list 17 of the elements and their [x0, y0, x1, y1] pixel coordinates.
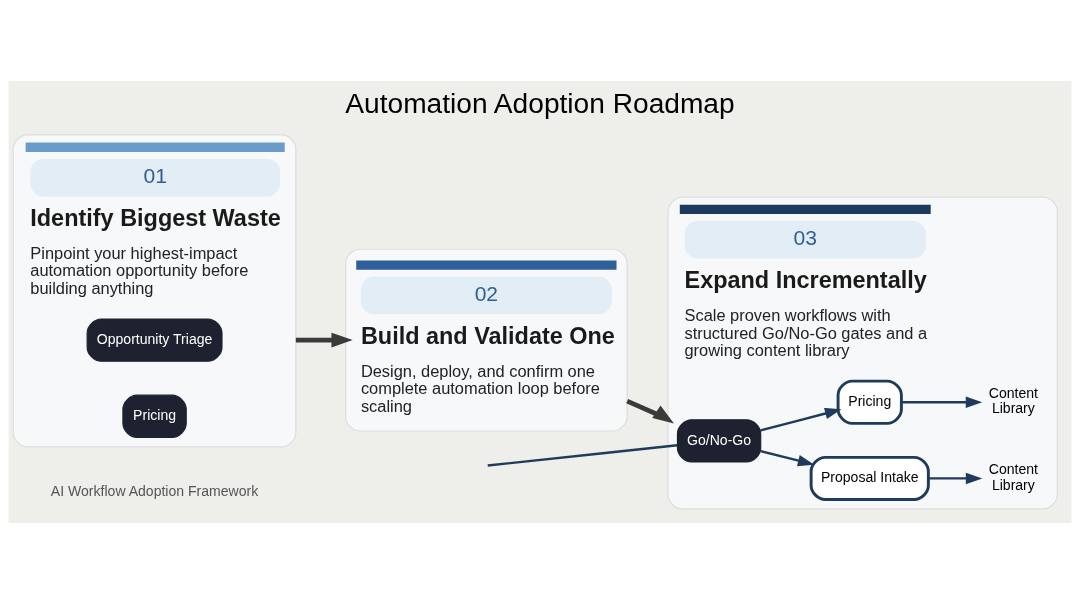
node-box: Proposal Intake — [809, 455, 930, 501]
node-box: Go/No-Go — [676, 418, 762, 463]
node-box: Pricing — [836, 379, 903, 425]
node-text: Content Library — [988, 460, 1038, 493]
node-text: Content Library — [988, 384, 1038, 416]
arrow — [760, 407, 842, 431]
arrow — [626, 398, 674, 424]
arrow — [928, 472, 983, 484]
connector — [487, 443, 678, 467]
node-box: Opportunity Triage — [86, 317, 223, 362]
arrow — [901, 396, 983, 408]
node-box: 02 Build and Validate One Design, deploy, and confirm one complete automation loop before scaling — [345, 248, 628, 432]
arrow — [760, 449, 815, 466]
label: AI Workflow Adoption Framework — [50, 482, 259, 499]
arrow — [295, 332, 353, 347]
diagram-title: Automation Adoption Roadmap — [345, 87, 735, 119]
node-box: Pricing — [122, 394, 187, 438]
